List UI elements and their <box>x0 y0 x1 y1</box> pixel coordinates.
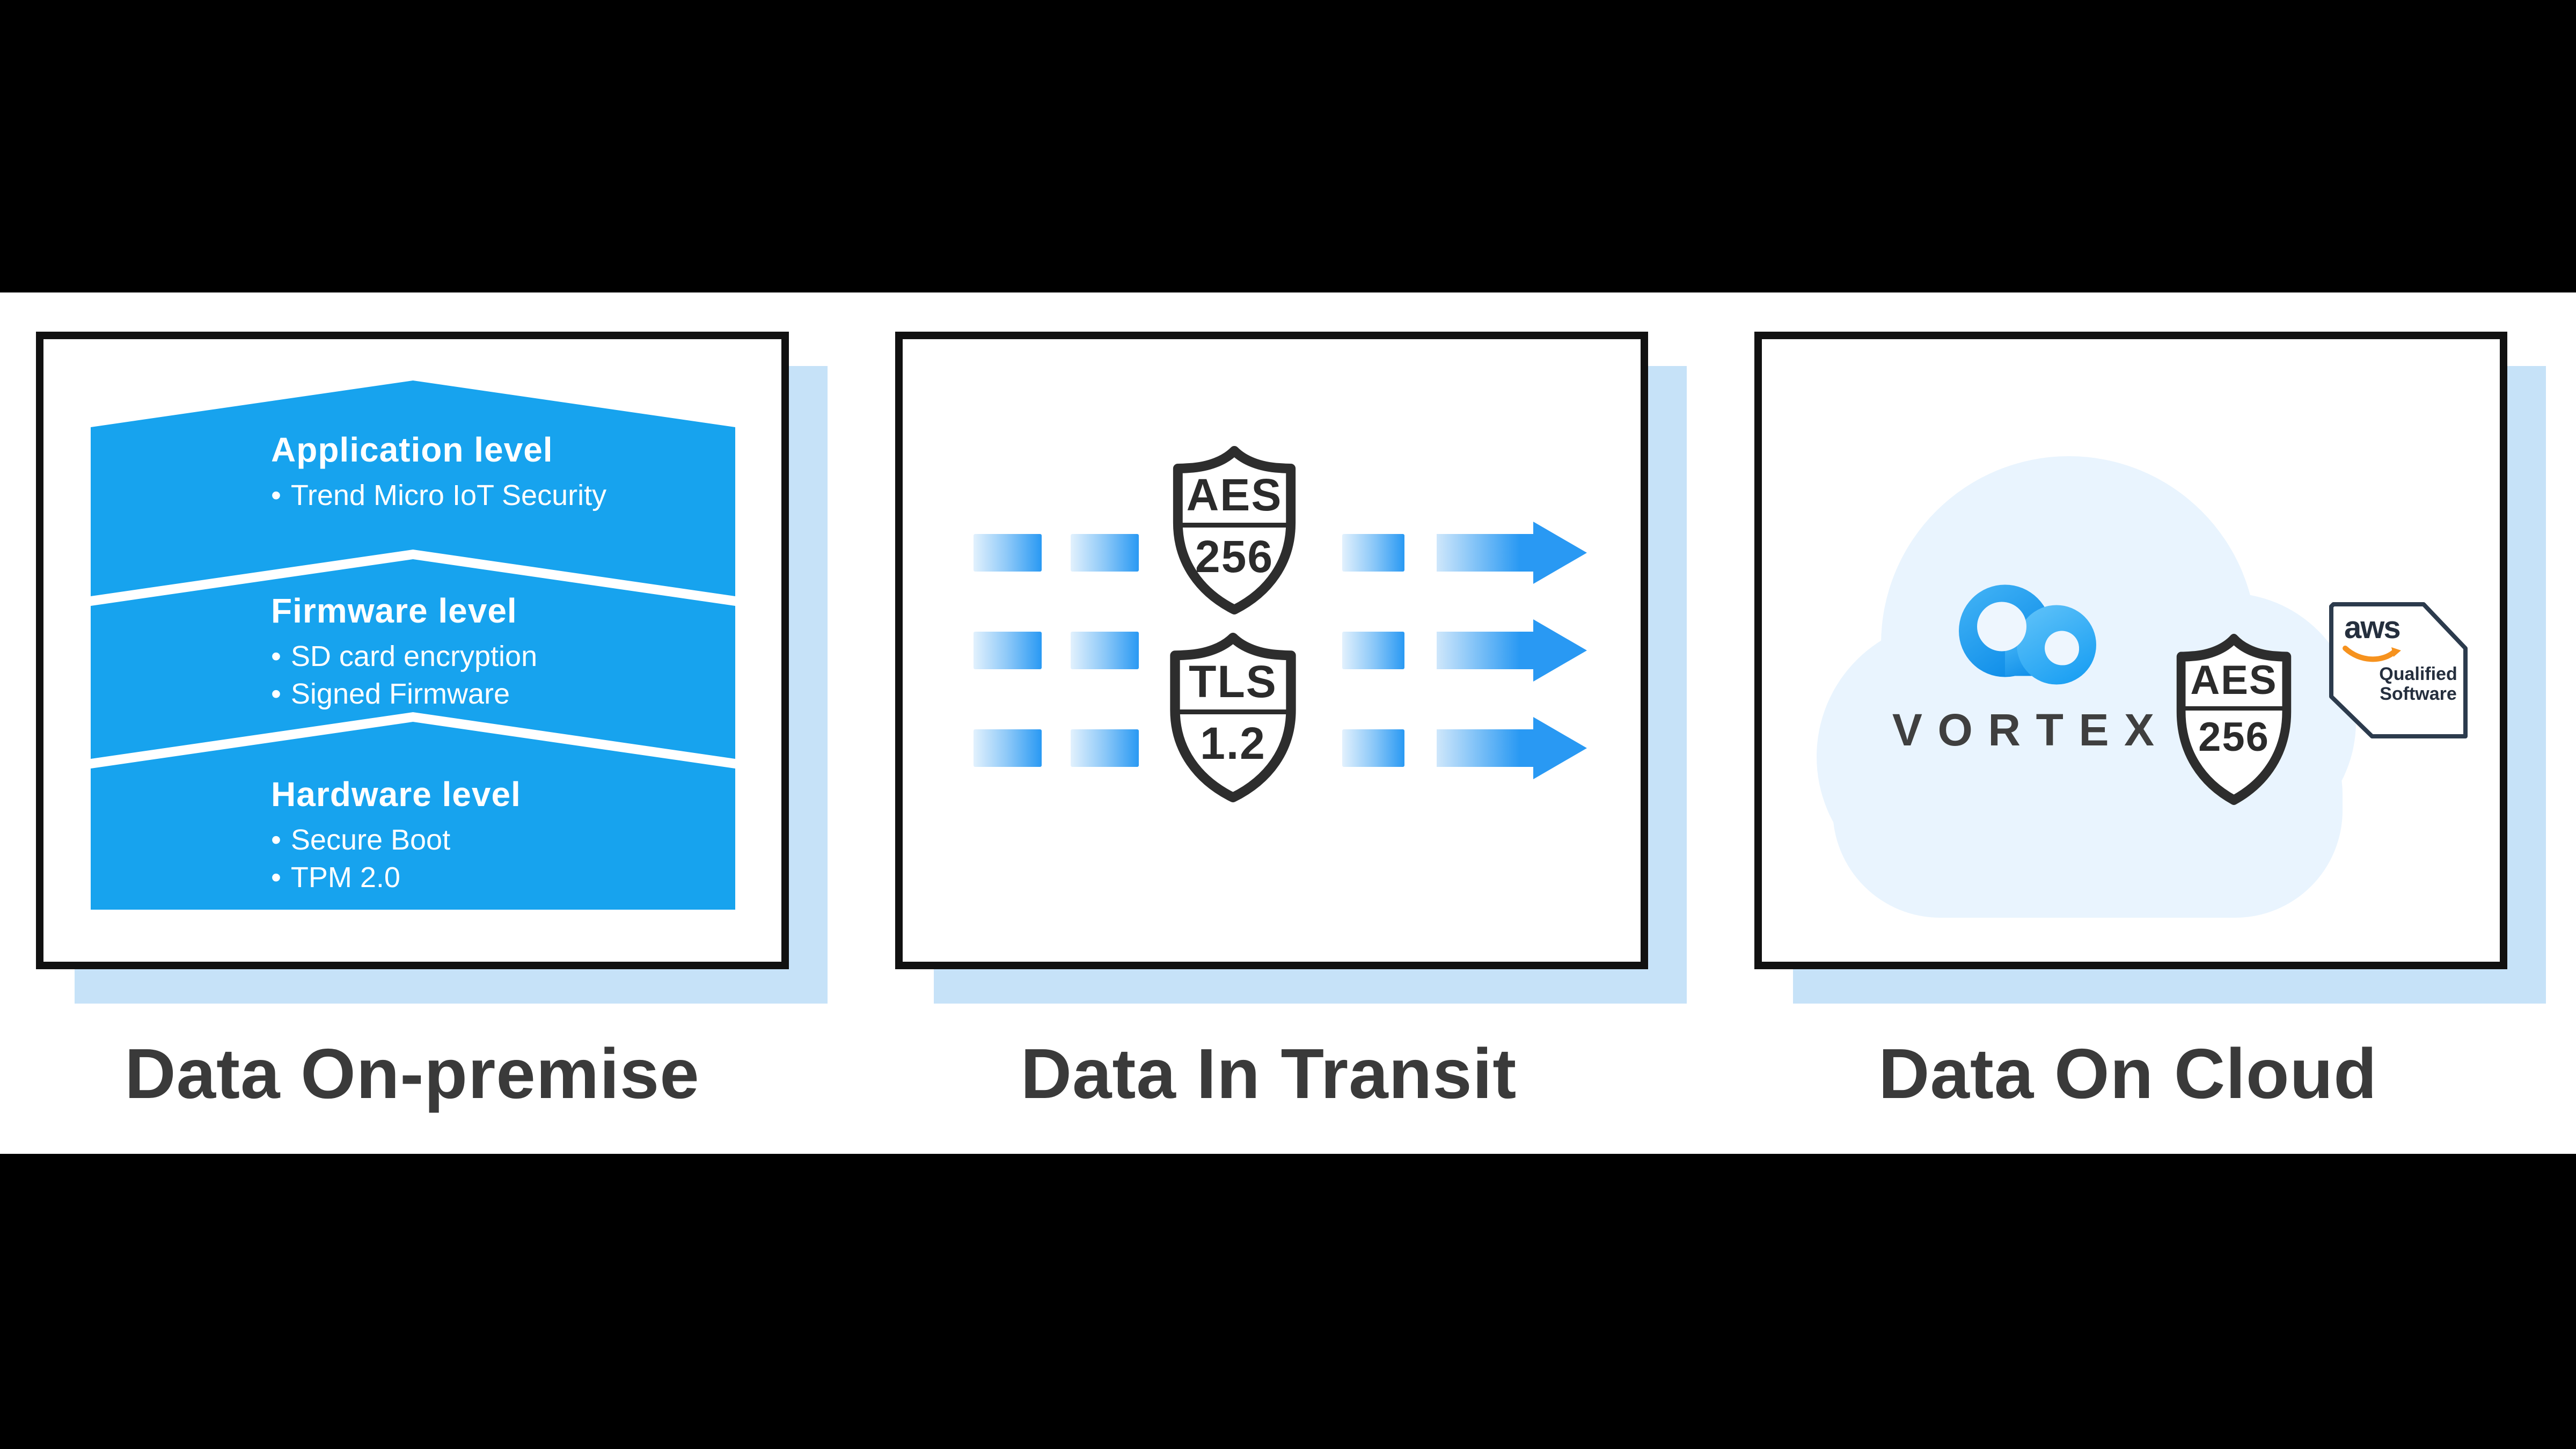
vortex-brand-text: VORTEX <box>1892 705 2170 755</box>
vortex-cloud-icon <box>1958 577 2097 687</box>
level-item: • TPM 2.0 <box>271 859 521 896</box>
flow-dash-icon <box>1071 632 1139 669</box>
shield-strength-text: 256 <box>1195 531 1274 582</box>
level-item: • SD card encryption <box>271 638 537 675</box>
aes-256-shield-icon: AES 256 <box>1164 445 1305 617</box>
flow-dash-icon <box>1342 534 1404 572</box>
shield-divider <box>1182 523 1286 528</box>
level-item-text: Signed Firmware <box>290 678 510 710</box>
level-title: Application level <box>271 430 553 469</box>
data-flow-row <box>903 522 1635 584</box>
data-flow-row <box>903 717 1635 779</box>
flow-dash-icon <box>974 632 1042 669</box>
flow-arrow-bar <box>1437 534 1534 572</box>
flow-dash-icon <box>1342 632 1404 669</box>
aws-logo-text: aws <box>2344 610 2401 645</box>
aws-badge-line1: Qualified <box>2379 664 2457 684</box>
shield-strength-text: 1.2 <box>1200 718 1266 769</box>
level-item: • Secure Boot <box>271 821 521 859</box>
flow-dash-icon <box>974 534 1042 572</box>
shield-divider <box>1179 709 1287 714</box>
aes-256-shield-icon: AES 256 <box>2168 633 2300 808</box>
aws-badge-line2: Software <box>2380 684 2457 704</box>
flow-arrow-bar <box>1437 729 1534 767</box>
panel-on-premise: Application level • Trend Micro IoT Secur… <box>36 332 789 969</box>
flow-arrow-icon <box>1533 619 1587 682</box>
aws-qualified-software-badge: aws Qualified Software <box>2328 601 2469 740</box>
bullet-icon: • <box>271 479 281 511</box>
panel-on-cloud: VORTEX AES 256 aws Qualified Software <box>1754 332 2507 969</box>
flow-arrow-bar <box>1437 632 1534 669</box>
panel-label-on-premise: Data On-premise <box>125 1034 700 1113</box>
shield-protocol-text: AES <box>2190 657 2278 703</box>
panel-label-in-transit: Data In Transit <box>1020 1034 1517 1113</box>
bullet-icon: • <box>271 861 281 894</box>
level-item-text: Trend Micro IoT Security <box>290 479 607 511</box>
level-title: Firmware level <box>271 591 517 630</box>
hardware-level-band: Hardware level • Secure Boot • TPM 2.0 <box>91 722 735 910</box>
level-item: • Trend Micro IoT Security <box>271 477 606 514</box>
level-item: • Signed Firmware <box>271 675 537 713</box>
security-level-stack: Application level • Trend Micro IoT Secur… <box>91 380 735 965</box>
level-item-text: SD card encryption <box>290 640 538 672</box>
data-flow-row <box>903 619 1635 682</box>
shield-protocol-text: AES <box>1186 470 1283 520</box>
bullet-icon: • <box>271 640 281 672</box>
aws-smile-icon <box>2343 646 2401 662</box>
flow-dash-icon <box>1071 534 1139 572</box>
bullet-icon: • <box>271 824 281 856</box>
aws-badge-caption: Qualified Software <box>2375 664 2461 704</box>
bullet-icon: • <box>271 678 281 710</box>
level-item-text: Secure Boot <box>290 824 451 856</box>
flow-arrow-icon <box>1533 522 1587 584</box>
level-title: Hardware level <box>271 775 521 814</box>
flow-dash-icon <box>974 729 1042 767</box>
flow-dash-icon <box>1342 729 1404 767</box>
shield-strength-text: 256 <box>2198 714 2270 760</box>
level-item-text: TPM 2.0 <box>290 861 400 894</box>
panel-in-transit: AES 256 TLS 1.2 <box>895 332 1648 969</box>
tls-12-shield-icon: TLS 1.2 <box>1161 632 1305 805</box>
cloud-shape <box>1817 456 2356 918</box>
panel-label-on-cloud: Data On Cloud <box>1878 1034 2377 1113</box>
shield-protocol-text: TLS <box>1189 656 1277 707</box>
flow-arrow-icon <box>1533 717 1587 779</box>
flow-dash-icon <box>1071 729 1139 767</box>
shield-divider <box>2185 706 2283 711</box>
